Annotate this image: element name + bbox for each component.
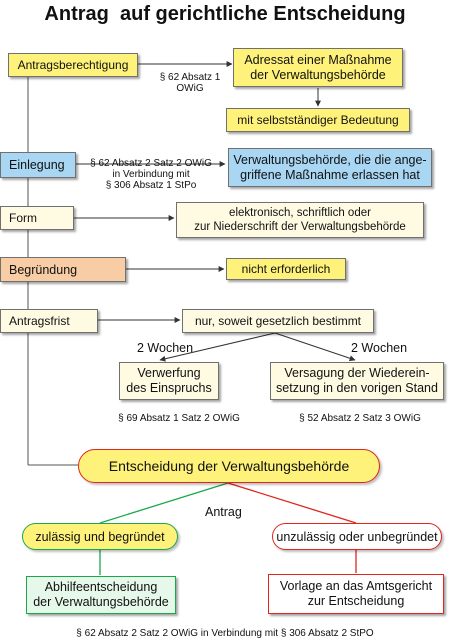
footer-citation: § 62 Absatz 2 Satz 2 OWiG in Verbindung … xyxy=(76,628,374,639)
label-antrag: Antrag xyxy=(205,505,242,519)
label-two-weeks-right: 2 Wochen xyxy=(351,341,408,355)
page-title: Antrag auf gerichtliche Entscheidung xyxy=(44,3,406,25)
node-form-detail: elektronisch, schriftlich oder zur Niede… xyxy=(176,202,424,238)
label-par52: § 52 Absatz 2 Satz 3 OWiG xyxy=(299,413,421,424)
node-adressat: Adressat einer Maßnahme der Verwaltungsb… xyxy=(233,48,403,87)
branch-left xyxy=(159,332,276,362)
node-vorlage: Vorlage an das Amtsgericht zur Entscheid… xyxy=(268,574,444,614)
label-par62-2: § 62 Absatz 2 Satz 2 OWiG in Verbindung … xyxy=(90,158,212,191)
decision-to-red xyxy=(227,482,357,524)
node-nicht-erforderlich: nicht erforderlich xyxy=(226,258,346,280)
node-entscheidung: Entscheidung der Verwaltungsbehörde xyxy=(78,449,380,483)
branch-right xyxy=(274,332,356,362)
decision-to-green xyxy=(99,482,229,524)
node-verwaltungsbehoerde: Verwaltungsbehörde, die die ange- griffe… xyxy=(228,148,432,187)
node-abhilfe: Abhilfeentscheidung der Verwaltungsbehör… xyxy=(26,576,176,614)
node-selbststaendig: mit selbstständiger Bedeutung xyxy=(226,108,410,132)
label-par62-1: § 62 Absatz 1 OWiG xyxy=(159,72,221,94)
node-unzulaessig: unzulässig oder unbegründet xyxy=(272,523,442,550)
label-par69: § 69 Absatz 1 Satz 2 OWiG xyxy=(118,413,240,424)
node-einlegung: Einlegung xyxy=(0,152,76,178)
node-form: Form xyxy=(0,206,74,230)
node-versagung: Versagung der Wiederein- setzung in den … xyxy=(270,362,444,400)
node-antragsberechtigung: Antragsberechtigung xyxy=(8,53,138,77)
node-zulaessig: zulässig und begründet xyxy=(22,523,178,550)
node-antragsfrist: Antragsfrist xyxy=(0,309,98,333)
label-two-weeks-left: 2 Wochen xyxy=(137,341,194,355)
node-verwerfung: Verwerfung des Einspruchs xyxy=(119,362,219,400)
node-gesetzlich: nur, soweit gesetzlich bestimmt xyxy=(182,309,374,333)
node-begruendung: Begründung xyxy=(0,257,126,282)
